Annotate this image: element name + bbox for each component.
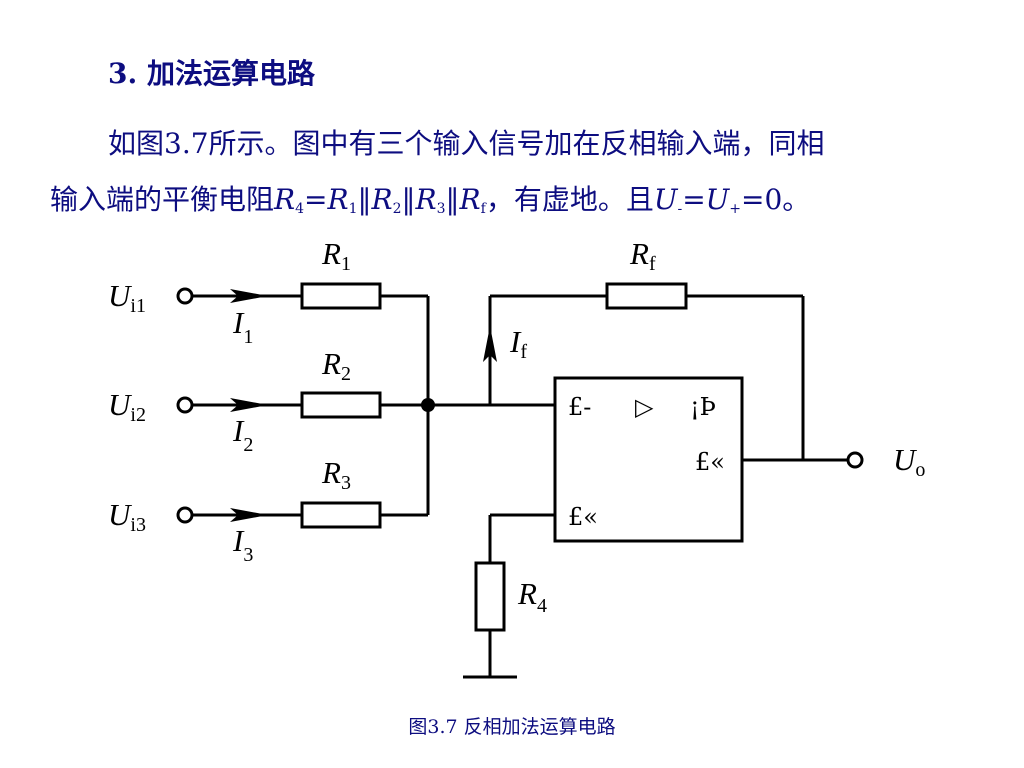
- resistor-r1: [300, 282, 382, 310]
- label-r4: R4: [517, 576, 547, 617]
- label-r1: R1: [321, 236, 351, 275]
- arrow-i1-icon: [230, 289, 268, 303]
- terminal-uo: [846, 451, 864, 469]
- para-line2-start: 输入端的平衡电阻: [50, 183, 275, 216]
- label-uo: Uo: [893, 442, 925, 481]
- label-if: If: [509, 324, 527, 363]
- description-paragraph: 如图3.7所示。图中有三个输入信号加在反相输入端，同相 输入端的平衡电阻R4=R…: [50, 116, 980, 233]
- label-i1: I1: [232, 305, 253, 348]
- label-ui3: Ui3: [108, 497, 146, 536]
- label-i2: I2: [232, 413, 253, 456]
- section-heading: 3. 加法运算电路: [108, 57, 315, 90]
- para-line1: 如图3.7所示。图中有三个输入信号加在反相输入端，同相: [108, 127, 825, 160]
- resistor-r3: [300, 501, 382, 529]
- opamp-gain-symbol: ¡Þ: [690, 393, 716, 421]
- opamp-box: [553, 376, 744, 543]
- balance-formula: R4=R1‖R2‖R3‖Rf: [274, 183, 486, 217]
- arrow-i3-icon: [230, 508, 268, 522]
- opamp-inverting-pin: £-: [568, 393, 591, 421]
- label-i3: I3: [232, 523, 253, 566]
- label-ui1: Ui1: [108, 278, 146, 317]
- label-r2: R2: [321, 346, 351, 385]
- terminal-ui3: [176, 506, 194, 524]
- resistor-r2: [300, 391, 382, 419]
- terminal-ui2: [176, 396, 194, 414]
- terminal-ui1: [176, 287, 194, 305]
- resistor-rf: [605, 282, 688, 310]
- resistor-r4: [474, 561, 506, 632]
- virtual-ground-eq: U-=U+=0。: [653, 183, 811, 217]
- summing-junction-dot: [421, 398, 435, 412]
- label-rf: Rf: [629, 236, 656, 275]
- label-r3: R3: [321, 455, 351, 494]
- opamp-output-pin: £«: [695, 448, 725, 476]
- para-mid: ，有虚地。且: [485, 183, 654, 216]
- opamp-noninverting-pin: £«: [568, 503, 598, 531]
- arrow-if-icon: [483, 326, 497, 362]
- arrow-i2-icon: [230, 398, 268, 412]
- opamp-triangle-icon: ▷: [635, 393, 654, 421]
- figure-caption: 图3.7 反相加法运算电路: [408, 716, 616, 738]
- label-ui2: Ui2: [108, 387, 146, 426]
